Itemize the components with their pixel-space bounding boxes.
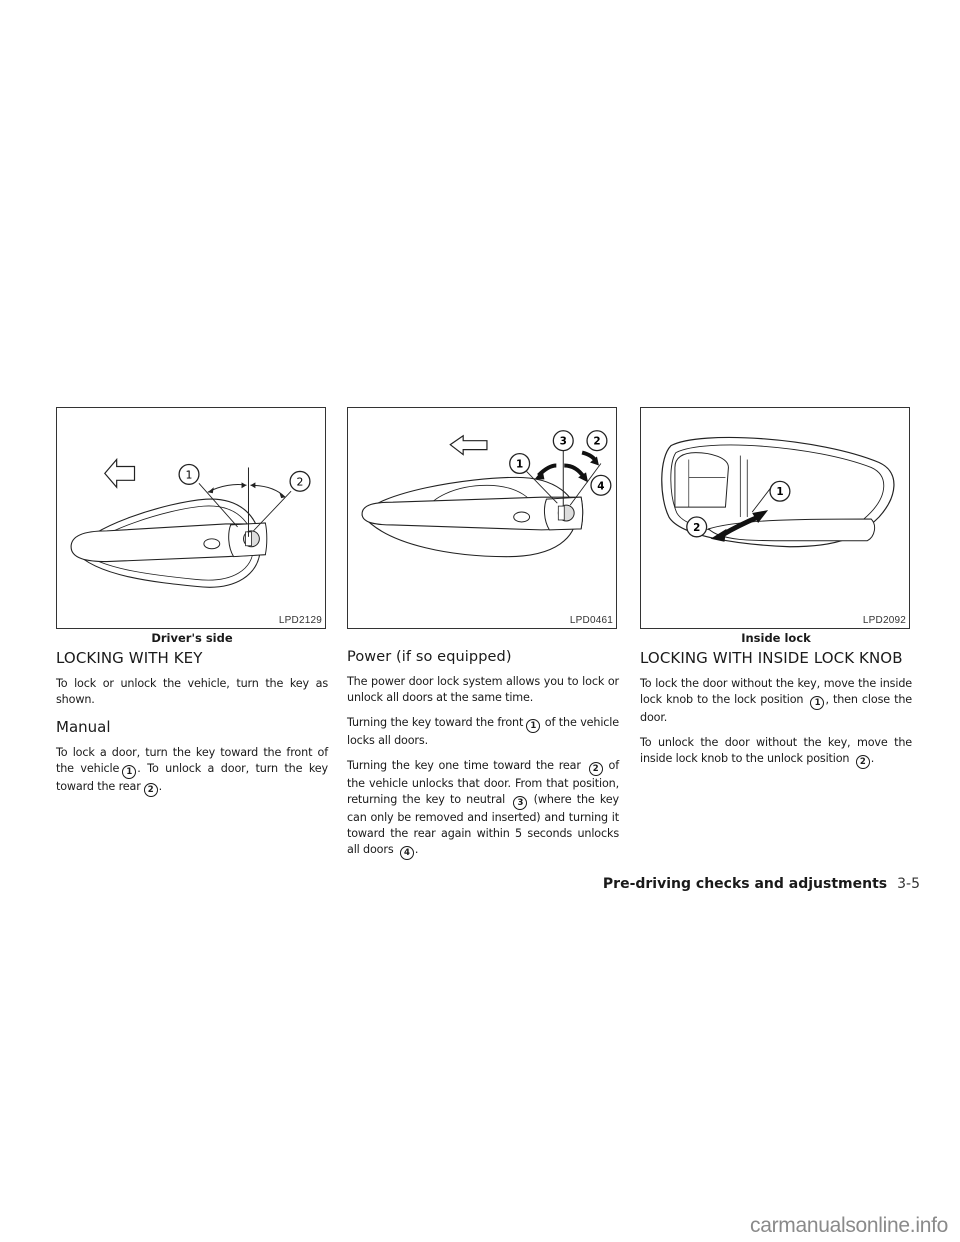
figure-code: LPD2129 [278, 615, 322, 626]
subheading-manual: Manual [56, 718, 111, 736]
footer-section-title: Pre-driving checks and adjustments [602, 876, 888, 892]
watermark-link[interactable]: carmanualsonline.info [750, 1214, 948, 1237]
intro-paragraph: To lock or unlock the vehicle, turn the … [56, 677, 328, 706]
section-heading: LOCKING WITH INSIDE LOCK KNOB [640, 649, 903, 667]
section-heading: Power (if so equipped) [347, 649, 512, 665]
column-inside-lock-knob: 1 2 LPD2092 Inside lock LOCKING WITH INS… [640, 407, 912, 769]
figure-code: LPD0461 [569, 615, 613, 626]
figure-caption: Inside lock [741, 631, 811, 645]
figure-drivers-side-key: 1 2 LPD2129 [56, 407, 326, 629]
svg-text:2: 2 [297, 475, 304, 488]
door-handle-key-illustration: 1 2 [70, 457, 311, 588]
svg-text:2: 2 [593, 436, 600, 448]
callout-ref-1: 1 [122, 765, 137, 779]
callout-1 [178, 463, 200, 485]
callout-ref-1: 1 [526, 719, 541, 733]
page-number: 3-5 [897, 876, 920, 892]
callout-2 [289, 470, 311, 492]
callout-ref-4: 4 [399, 846, 414, 860]
svg-text:3: 3 [560, 436, 567, 448]
svg-text:1: 1 [186, 468, 193, 481]
inside-unlock-paragraph: To unlock the door without the key, move… [640, 736, 912, 769]
inside-lock-knob-illustration: 1 2 [661, 436, 895, 548]
figure-code: LPD2092 [862, 615, 906, 626]
figure-inside-lock: 1 2 LPD2092 [640, 407, 910, 629]
front-direction-arrow-icon [449, 434, 488, 456]
callout-ref-1: 1 [810, 696, 825, 710]
door-handle-power-key-illustration: 1 2 3 4 [361, 430, 612, 558]
callout-ref-2: 2 [588, 762, 603, 776]
page-footer: Pre-driving checks and adjustments 3-5 [603, 876, 920, 892]
inside-lock-paragraph: To lock the door without the key, move t… [640, 677, 913, 724]
figure-caption: Driver's side [151, 631, 233, 645]
power-unlock-paragraph: Turning the key one time toward the rear… [347, 759, 620, 860]
svg-text:1: 1 [776, 486, 783, 498]
column-power-locks: 1 2 3 4 LPD0461 Power (if so equipped) T… [347, 407, 619, 860]
svg-text:1: 1 [516, 458, 523, 470]
column-locking-with-key: 1 2 LPD2129 Driver's side LOCKING WITH K… [56, 407, 328, 797]
svg-text:2: 2 [693, 522, 700, 534]
callout-ref-2: 2 [143, 783, 158, 797]
front-direction-arrow-icon [104, 457, 136, 489]
figure-power-lock-key: 1 2 3 4 LPD0461 [347, 407, 617, 629]
callout-ref-3: 3 [513, 796, 528, 810]
svg-text:4: 4 [597, 480, 604, 492]
callout-ref-2: 2 [855, 755, 870, 769]
power-intro-paragraph: The power door lock system allows you to… [347, 675, 619, 704]
manual-paragraph: To lock a door, turn the key toward the … [56, 746, 328, 797]
section-heading: LOCKING WITH KEY [56, 649, 203, 667]
